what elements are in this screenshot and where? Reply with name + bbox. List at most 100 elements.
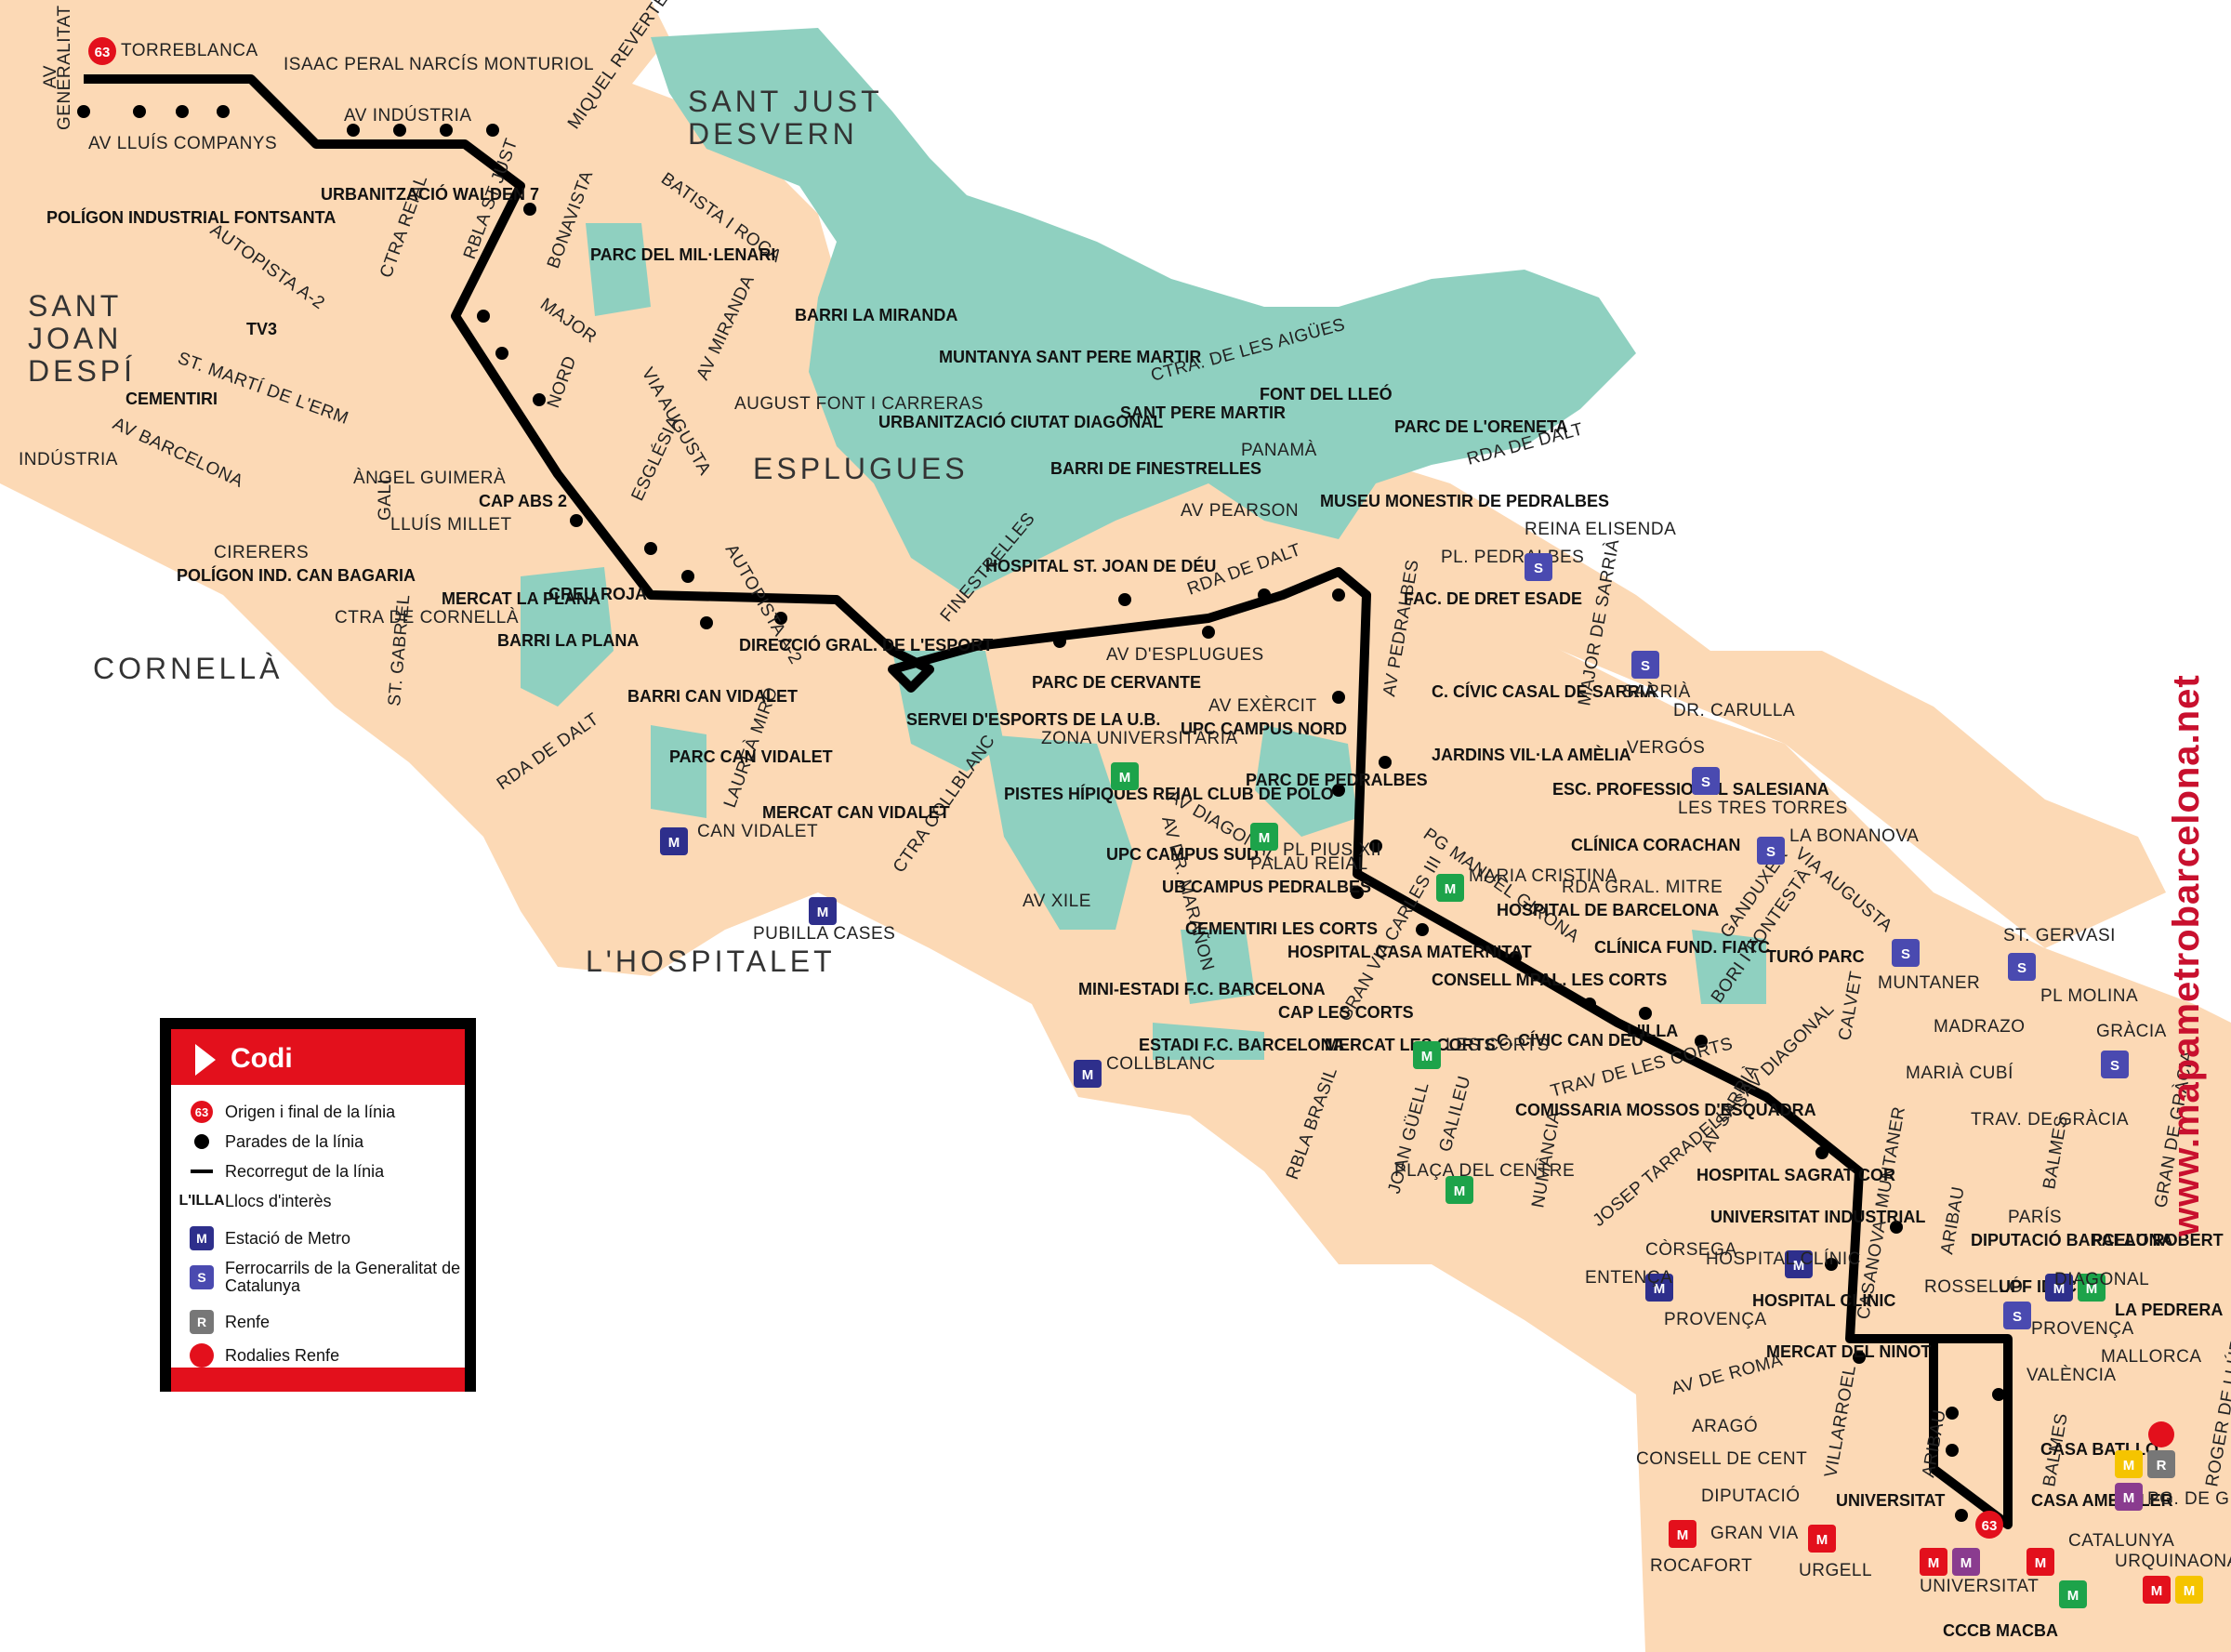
- rodalies-station-icon: [2148, 1421, 2174, 1447]
- metro-station-icon: M: [809, 897, 837, 925]
- district-label: DESPÍ: [28, 354, 136, 388]
- svg-text:M: M: [2067, 1588, 2079, 1604]
- poi-label: MERCAT CAN VIDALET: [762, 803, 950, 822]
- street-label: AV D'ESPLUGUES: [1106, 645, 1264, 665]
- stop: [133, 105, 146, 118]
- svg-text:M: M: [1454, 1183, 1466, 1199]
- stop: [570, 514, 583, 527]
- stop: [1118, 593, 1131, 606]
- street-label: PANAMÀ: [1241, 441, 1317, 460]
- metro-station-icon: M: [660, 827, 688, 855]
- metro-station-icon: M: [2143, 1576, 2171, 1604]
- stop: [1639, 1007, 1652, 1020]
- stop: [774, 612, 787, 625]
- svg-text:M: M: [2151, 1583, 2163, 1599]
- street-label: VERGÓS: [1627, 737, 1705, 758]
- svg-text:M: M: [668, 835, 680, 851]
- district-label: L'HOSPITALET: [586, 945, 836, 978]
- poi-label: CREU ROJA: [548, 585, 647, 603]
- metro-station-icon: M: [1785, 1250, 1813, 1278]
- stop: [1955, 1509, 1968, 1522]
- street-label: AV XILE: [1023, 892, 1091, 911]
- poi-label: DIPUTACIÓ BARCELONA: [1971, 1230, 2173, 1249]
- fgc-station-icon: S: [2003, 1302, 2031, 1329]
- stop: [1369, 839, 1382, 852]
- svg-text:M: M: [1928, 1555, 1940, 1571]
- stop: [1351, 886, 1364, 899]
- legend-item: 63 Origen i final de la línia: [188, 1096, 395, 1128]
- poi-label: CAP LES CORTS: [1278, 1003, 1414, 1022]
- station-label: CATALUNYA: [2068, 1531, 2174, 1551]
- metro-station-icon: M: [1446, 1176, 1473, 1204]
- stop: [1053, 635, 1066, 648]
- metro-station-icon: M: [2078, 1274, 2106, 1302]
- street-label: PROVENÇA: [1664, 1310, 1767, 1329]
- poi-label: BARRI LA MIRANDA: [795, 306, 957, 324]
- legend-item: M Estació de Metro: [188, 1222, 350, 1254]
- metro-station-icon: M: [2026, 1548, 2054, 1576]
- station-label: PALAU REIAL: [1250, 854, 1368, 874]
- svg-text:M: M: [1259, 830, 1271, 846]
- renfe-station-icon: R: [2147, 1450, 2175, 1478]
- station-label: LES TRES TORRES: [1678, 799, 1848, 818]
- station-label: PROVENÇA: [2031, 1319, 2134, 1339]
- fgc-station-icon: S: [1631, 651, 1659, 679]
- street-label: ÀNGEL GUIMERÀ: [353, 469, 506, 488]
- station-label: MUNTANER: [1878, 973, 1980, 993]
- district-labels: SANT JUST DESVERN SANT JOAN DESPÍ ESPLUG…: [28, 85, 965, 978]
- poi-label: POLÍGON INDUSTRIAL FONTSANTA: [46, 207, 336, 227]
- poi-label: HOSPITAL CLÍNIC: [1752, 1290, 1895, 1310]
- poi-label: UNIVERSITAT INDUSTRIAL: [1710, 1208, 1925, 1226]
- metro-station-icon: M: [1808, 1525, 1836, 1553]
- svg-text:M: M: [1421, 1049, 1433, 1064]
- svg-text:M: M: [1654, 1281, 1666, 1297]
- station-label: SARRIÀ: [1622, 682, 1691, 702]
- poi-label: C. CÍVIC CAN DEU: [1497, 1030, 1644, 1050]
- station-label: ENTENÇA: [1585, 1268, 1672, 1288]
- street-label: AV EXÈRCIT: [1208, 696, 1317, 716]
- poi-label: TURÓ PARC: [1766, 946, 1865, 966]
- poi-label: CLÍNICA FUND. FIATC: [1594, 937, 1770, 957]
- svg-text:S: S: [1901, 946, 1910, 962]
- fgc-station-icon: S: [1692, 767, 1720, 795]
- poi-label: PISTES HÍPIQUES REIAL CLUB DE POLO: [1004, 784, 1334, 803]
- street-label: LLUÍS MILLET: [390, 515, 512, 535]
- poi-label: MINI-ESTADI F.C. BARCELONA: [1078, 980, 1326, 998]
- station-label: PG. DE GRÀCIA: [2147, 1489, 2231, 1509]
- station-label: REINA ELISENDA: [1525, 520, 1676, 539]
- street-label: AV: [41, 65, 60, 88]
- poi-label: BARRI DE FINESTRELLES: [1050, 459, 1261, 478]
- svg-text:M: M: [817, 905, 829, 920]
- stop: [1890, 1221, 1903, 1234]
- legend-footer: [171, 1368, 465, 1392]
- legend-item: Parades de la línia: [188, 1126, 363, 1157]
- svg-text:63: 63: [95, 45, 111, 60]
- poi-label: FONT DEL LLEÓ: [1260, 384, 1393, 403]
- stop: [1825, 1258, 1838, 1271]
- svg-text:M: M: [1119, 770, 1131, 786]
- poi-label: L'ILLA: [1627, 1022, 1678, 1040]
- poi-label: CEMENTIRI LES CORTS: [1185, 919, 1378, 938]
- station-label: URQUINAONA: [2115, 1552, 2231, 1571]
- poi-label: CCCB MACBA: [1943, 1621, 2058, 1640]
- poi-label: ESTADI F.C. BARCELONA: [1139, 1036, 1345, 1054]
- station-label: ZONA UNIVERSITÀRIA: [1041, 729, 1238, 748]
- street-label: PARÍS: [2008, 1208, 2062, 1227]
- stop: [1332, 691, 1345, 704]
- street-label: DIPUTACIÓ: [1701, 1486, 1801, 1506]
- poi-label: CLÍNICA CORACHAN: [1571, 835, 1740, 854]
- metro-icon: M: [190, 1226, 214, 1250]
- poi-label: HOSPITAL CASA MATERNITAT: [1287, 943, 1532, 961]
- station-label: LES CORTS: [1446, 1036, 1550, 1055]
- poi-label: URBANITZACIÓ WALDEN 7: [321, 184, 539, 204]
- stop: [1815, 1146, 1828, 1159]
- poi-label: BARRI LA PLANA: [497, 631, 639, 650]
- poi-label: CAP ABS 2: [479, 492, 567, 510]
- metro-station-icon: M: [1645, 1274, 1673, 1302]
- svg-text:M: M: [2053, 1281, 2066, 1297]
- poi-label: HOSPITAL SAGRAT COR: [1696, 1166, 1895, 1184]
- stop: [1853, 1351, 1866, 1364]
- stop: [1992, 1388, 2005, 1401]
- stop: [77, 105, 90, 118]
